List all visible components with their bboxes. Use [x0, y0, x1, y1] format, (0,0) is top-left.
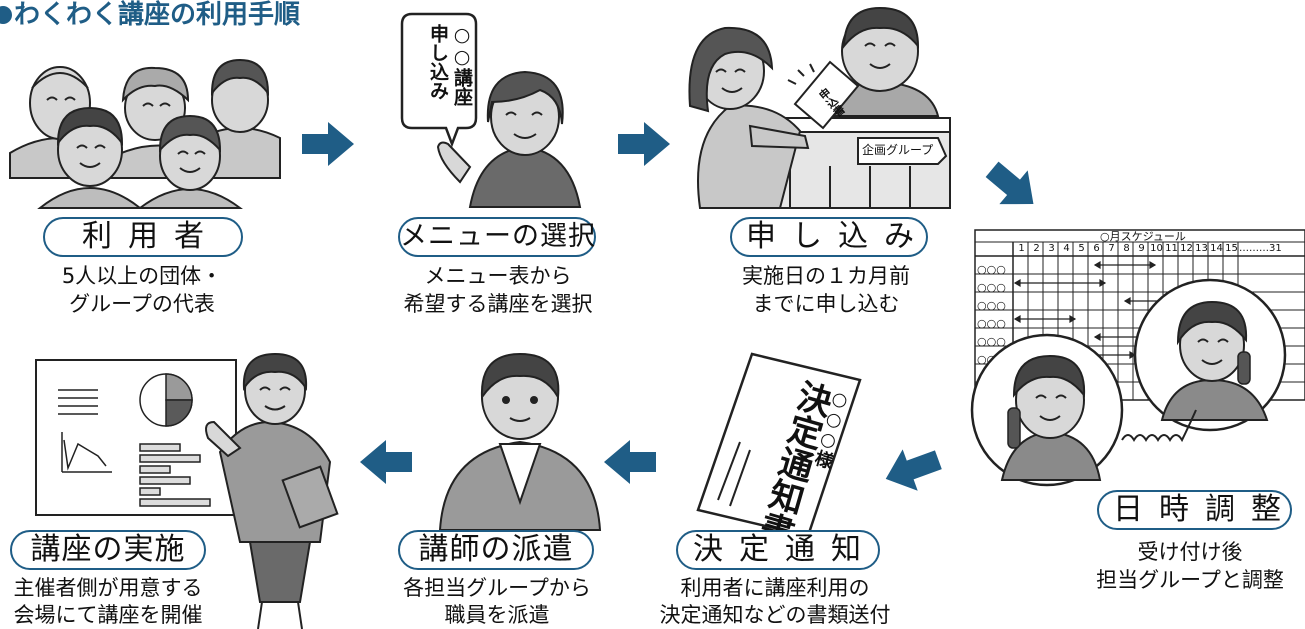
step-menu-desc-line2: 希望する講座を選択: [403, 292, 593, 316]
step-schedule-label: 日時調整: [1097, 490, 1292, 530]
schedule-row-label: ○○○: [977, 335, 1006, 348]
step-users-desc-line1: 5人以上の団体・: [61, 264, 223, 288]
schedule-day: 14: [1210, 243, 1223, 254]
bubble-text-course: ○○講座: [451, 24, 473, 106]
schedule-day: 13: [1195, 243, 1208, 254]
step-notice-desc-line1: 利用者に講座利用の: [680, 576, 870, 600]
page-title: わくわく講座の利用手順: [0, 0, 300, 31]
schedule-day: 6: [1093, 243, 1100, 254]
step-users-desc-line2: グループの代表: [69, 292, 215, 316]
schedule-day: 9: [1138, 243, 1145, 254]
lecturer-illustration: [438, 352, 602, 531]
step-apply-label: 申し込み: [730, 217, 928, 257]
schedule-day: 2: [1033, 243, 1040, 254]
step-apply-desc-line2: までに申し込む: [752, 292, 900, 316]
schedule-day: ………31: [1239, 243, 1282, 254]
step-notice-desc-line2: 決定通知などの書類送付: [659, 603, 891, 627]
schedule-day: 15: [1225, 243, 1238, 254]
flow-arrow-down-left-icon: [885, 449, 942, 491]
step-schedule-desc-line1: 受け付け後: [1137, 540, 1243, 564]
desk-sign-text: 企画グループ: [862, 143, 934, 157]
step-schedule-desc-line2: 担当グループと調整: [1096, 568, 1284, 592]
step-course-label: 講座の実施: [10, 530, 206, 570]
schedule-row-label: ○○○: [977, 263, 1006, 276]
flow-arrow-right-icon: [618, 122, 670, 166]
schedule-row-label: ○○○: [977, 317, 1006, 330]
schedule-day: 1: [1018, 243, 1025, 254]
flow-arrow-right-icon: [302, 122, 354, 166]
schedule-row-label: ○○○: [977, 299, 1006, 312]
flow-arrow-left-icon: [604, 440, 656, 484]
woman-selecting-menu-illustration: [400, 12, 582, 208]
flow-arrow-left-icon: [360, 440, 412, 484]
page-title-text: わくわく講座の利用手順: [14, 0, 301, 30]
presenter-woman-illustration: [205, 352, 339, 629]
step-menu-desc-line1: メニュー表から: [424, 264, 572, 288]
schedule-row-label: ○○○: [977, 281, 1006, 294]
step-apply-desc-line1: 実施日の１カ月前: [742, 264, 910, 288]
flow-arrow-down-right-icon: [985, 161, 1034, 205]
step-menu-label: メニューの選択: [398, 217, 596, 257]
step-notice-label: 決定通知: [676, 530, 880, 570]
phone-call-illustration: [970, 278, 1287, 487]
presentation-board-illustration: [35, 359, 237, 516]
step-course-desc-line2: 会場にて講座を開催: [13, 603, 203, 627]
step-users-label: 利用者: [43, 217, 243, 257]
schedule-day: 12: [1180, 243, 1193, 254]
schedule-day: 10: [1150, 243, 1163, 254]
step-dispatch-desc-line1: 各担当グループから: [403, 576, 591, 600]
users-group-illustration: [9, 58, 281, 209]
schedule-day: 4: [1063, 243, 1070, 254]
step-course-desc-line1: 主催者側が用意する: [13, 576, 203, 600]
schedule-day: 3: [1048, 243, 1055, 254]
bubble-text-apply: 申し込み: [427, 24, 449, 100]
schedule-title: ○月スケジュール: [1100, 230, 1186, 243]
application-desk-illustration: [688, 6, 951, 209]
bullet-dot-icon: [0, 6, 12, 24]
schedule-day: 11: [1165, 243, 1178, 254]
schedule-day: 7: [1108, 243, 1115, 254]
step-dispatch-desc-line2: 職員を派遣: [444, 603, 550, 627]
schedule-day: 5: [1078, 243, 1085, 254]
step-dispatch-label: 講師の派遣: [398, 530, 594, 570]
schedule-day: 8: [1123, 243, 1130, 254]
